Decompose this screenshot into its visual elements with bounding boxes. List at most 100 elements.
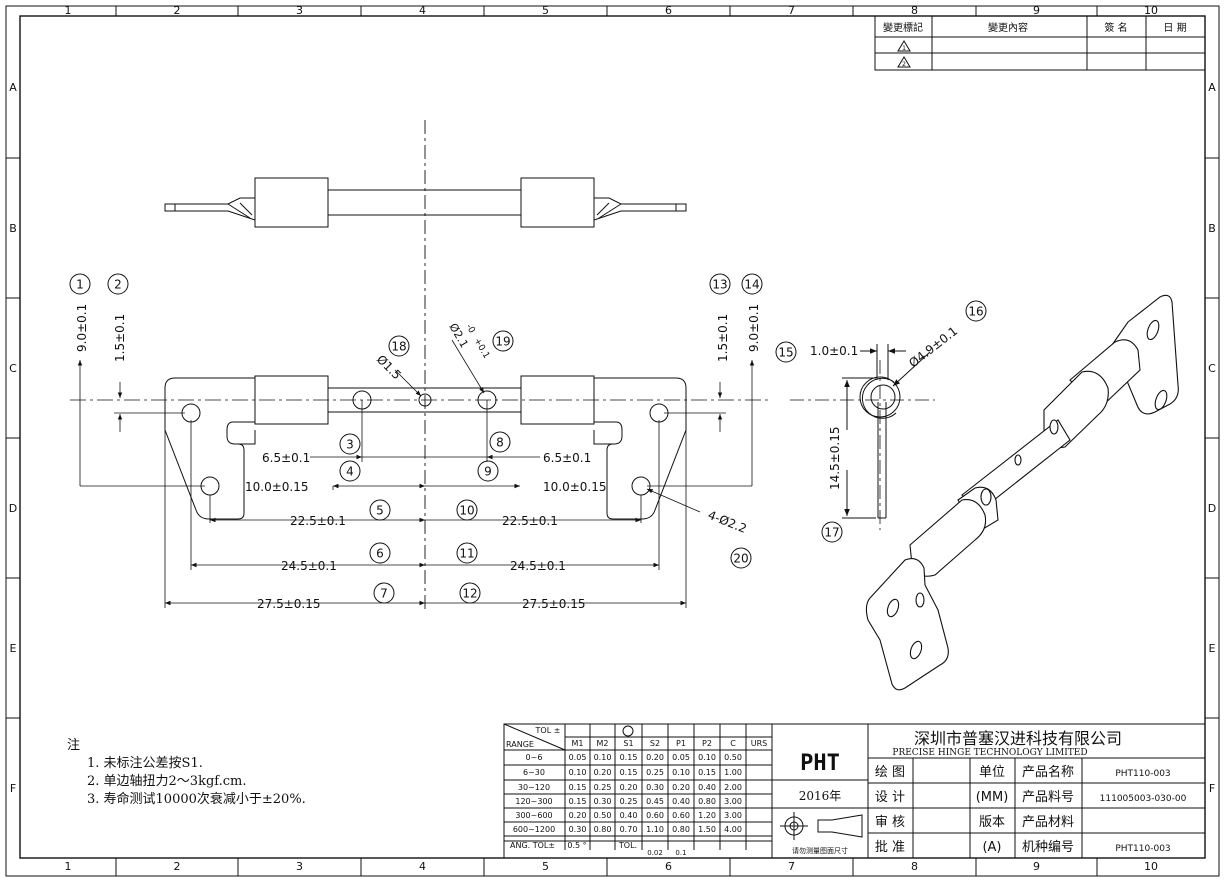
note-3: 3. 寿命测试10000次衰减小于±20%. (87, 791, 306, 807)
role-draw: 绘 图 (875, 765, 905, 780)
tol-cell: 0.15 (620, 768, 638, 777)
balloon-number: 13 (712, 278, 727, 292)
balloon-number: 7 (380, 587, 388, 601)
column-label-top: 4 (419, 4, 426, 17)
dim-24.5-right: 24.5±0.1 (510, 559, 566, 573)
rev-header-content: 變更內容 (988, 21, 1028, 34)
column-label-top: 6 (665, 4, 672, 17)
balloon-17 (821, 521, 843, 543)
tol-cell: 0.40 (672, 797, 690, 806)
column-label-top: 8 (911, 4, 918, 17)
tol-cell: 0.25 (594, 783, 612, 792)
notes-title: 注 (67, 738, 80, 753)
tol-cell: 0.10 (594, 753, 612, 762)
tol-cell: 0.15 (569, 797, 587, 806)
balloon-number: 12 (462, 587, 477, 601)
tol-cell: 0.10 (569, 768, 587, 777)
tol-cell: 4.00 (724, 825, 742, 834)
field-model: 机种编号 (1022, 840, 1074, 855)
rev-mark-2: 2 (902, 61, 906, 68)
balloon-number: 10 (459, 504, 474, 518)
field-part-number: 产品料号 (1022, 790, 1074, 805)
column-label-bottom: 10 (1144, 860, 1158, 873)
balloon-number: 3 (346, 438, 354, 452)
company-name-cn: 深圳市普塞汉进科技有限公司 (914, 729, 1122, 748)
tol-corner-top: TOL ± (535, 726, 561, 735)
column-label-bottom: 5 (542, 860, 549, 873)
tol-cell: 0.80 (594, 825, 612, 834)
isometric-view (865, 294, 1179, 691)
tol-header: S1 (623, 739, 633, 748)
balloon-number: 9 (484, 465, 492, 479)
row-label-right: D (1208, 502, 1216, 515)
balloon-8 (489, 431, 511, 453)
balloon-number: 11 (459, 547, 474, 561)
tol-cell: 0.20 (594, 768, 612, 777)
balloon-4 (339, 460, 361, 482)
dim-1.5-right: 1.5±0.1 (716, 314, 730, 362)
column-label-bottom: 1 (65, 860, 72, 873)
tol-range: 120~300 (515, 797, 552, 806)
tol-cell: 1.20 (698, 811, 716, 820)
column-label-bottom: 8 (911, 860, 918, 873)
balloon-number: 2 (114, 278, 122, 292)
version-label: 版本 (979, 815, 1005, 830)
dim-22.5-left: 22.5±0.1 (290, 514, 346, 528)
left-leaf-outline (164, 377, 256, 520)
rev-header-mark: 變更標記 (883, 21, 923, 34)
value-part-number: 111005003-030-00 (1100, 794, 1187, 804)
role-design: 设 计 (875, 790, 905, 805)
column-label-top: 1 (65, 4, 72, 17)
row-label-left: E (10, 642, 17, 655)
tolerance-table (503, 723, 773, 859)
dim-14.5: 14.5±0.15 (828, 427, 842, 491)
tol-position: 0.1 (675, 849, 686, 857)
notes: 注 1. 未标注公差按S1. 2. 单边轴扭力2～3kgf.cm. 3. 寿命测… (67, 738, 306, 807)
role-approve: 批 准 (875, 840, 905, 855)
balloon-5 (369, 499, 391, 521)
tol-cell: 0.50 (594, 811, 612, 820)
balloon-number: 4 (346, 465, 354, 479)
balloon-number: 19 (495, 335, 510, 349)
row-label-left: A (9, 81, 17, 94)
ang-tol-label: ANG. TOL± (510, 841, 555, 850)
balloon-number: 6 (376, 547, 384, 561)
dimension-lines (77, 339, 755, 608)
tol-cell: 0.10 (672, 768, 690, 777)
version-value: (A) (982, 840, 1001, 855)
tol-cell: 1.00 (724, 768, 742, 777)
tol-header: S2 (650, 739, 660, 748)
value-product-name: PHT110-003 (1115, 769, 1170, 779)
balloon-2 (107, 273, 129, 295)
balloon-number: 5 (376, 504, 384, 518)
balloon-16 (965, 300, 987, 322)
tol-cell: 2.00 (724, 783, 742, 792)
right-leaf-outline (593, 377, 687, 520)
column-label-top: 9 (1033, 4, 1040, 17)
column-label-top: 2 (174, 4, 181, 17)
column-label-bottom: 6 (665, 860, 672, 873)
row-label-right: A (1208, 81, 1216, 94)
balloon-number: 14 (744, 278, 759, 292)
balloon-14 (741, 273, 763, 295)
tol-cell: 0.20 (569, 811, 587, 820)
rev-header-date: 日 期 (1163, 22, 1186, 34)
balloon-number: 1 (76, 278, 84, 292)
tol-range: 0~6 (526, 753, 543, 762)
balloon-number: 20 (733, 552, 748, 566)
tol-cell: 0.15 (698, 768, 716, 777)
column-label-top: 3 (296, 4, 303, 17)
row-label-right: E (1209, 642, 1216, 655)
dim-4-d2.2: 4-Ø2.2 (706, 508, 749, 536)
balloon-number: 15 (778, 346, 793, 360)
balloon-18 (388, 335, 410, 357)
tol-cell: 0.20 (646, 753, 664, 762)
balloon-20 (730, 547, 752, 569)
balloon-13 (709, 273, 731, 295)
top-view (164, 120, 687, 612)
dim-10.0-right: 10.0±0.15 (543, 480, 607, 494)
